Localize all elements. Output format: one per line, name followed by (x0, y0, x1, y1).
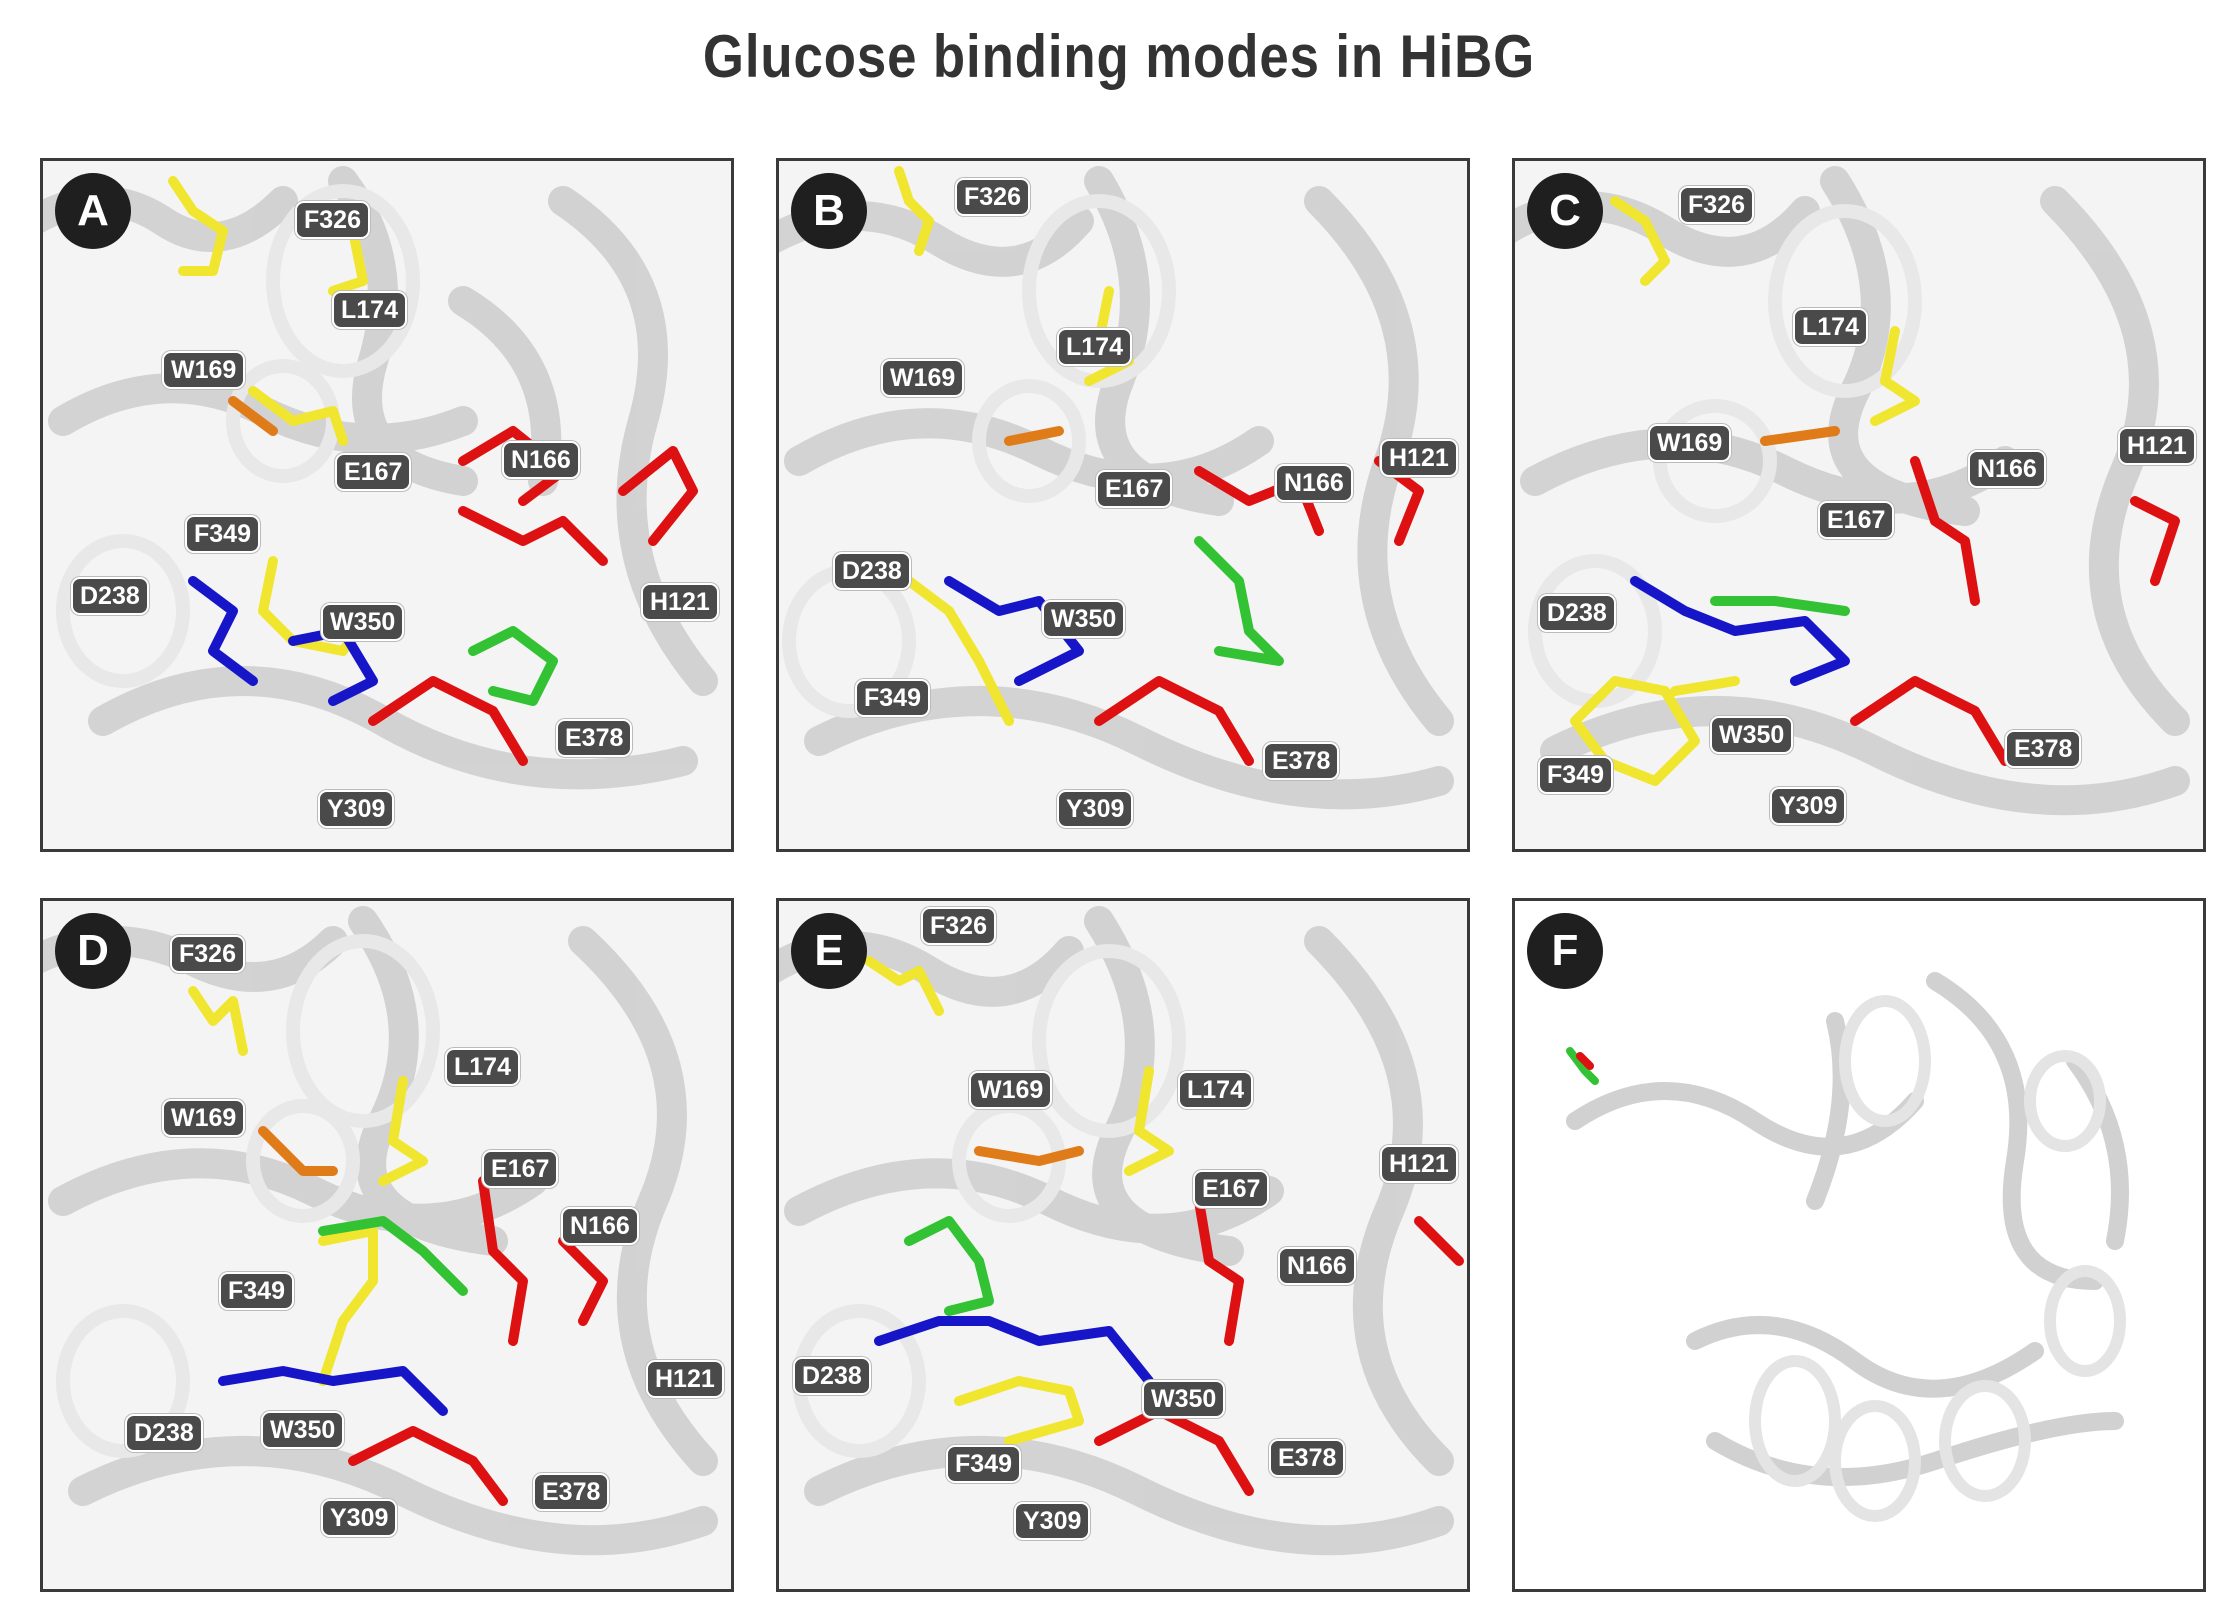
residue-label: W169 (162, 1099, 246, 1137)
residue-label: N166 (1275, 464, 1353, 502)
residue-label: F326 (295, 201, 370, 239)
residue-label: F349 (855, 679, 930, 717)
protein-structure-c (1515, 166, 2190, 816)
residue-label: E167 (1193, 1170, 1270, 1208)
residue-label: W169 (881, 359, 965, 397)
panel-letter-badge: C (1527, 173, 1603, 249)
residue-label: E167 (1096, 470, 1173, 508)
protein-structure-e (779, 906, 1464, 1556)
residue-label: L174 (1793, 308, 1868, 346)
residue-label: Y309 (1770, 787, 1847, 825)
residue-label: E378 (1269, 1439, 1346, 1477)
residue-label: D238 (793, 1357, 871, 1395)
residue-label: E378 (556, 719, 633, 757)
panel-letter-badge: E (791, 913, 867, 989)
residue-label: Y309 (321, 1499, 398, 1537)
residue-label: N166 (1278, 1247, 1356, 1285)
residue-label: H121 (641, 583, 719, 621)
residue-label: W350 (261, 1411, 345, 1449)
residue-label: W350 (1042, 600, 1126, 638)
residue-label: F349 (946, 1445, 1021, 1483)
residue-label: W169 (162, 351, 246, 389)
protein-structure-d (43, 906, 718, 1556)
protein-overview-f (1566, 972, 2129, 1522)
residue-label: N166 (1968, 450, 2046, 488)
residue-label: E378 (533, 1473, 610, 1511)
residue-label: D238 (71, 577, 149, 615)
residue-label: Y309 (318, 790, 395, 828)
residue-label: F326 (1679, 186, 1754, 224)
residue-label: W350 (1142, 1380, 1226, 1418)
residue-label: N166 (561, 1207, 639, 1245)
residue-label: F326 (170, 935, 245, 973)
residue-label: H121 (1380, 1145, 1458, 1183)
residue-label: E167 (1818, 501, 1895, 539)
residue-label: N166 (502, 441, 580, 479)
residue-label: E167 (335, 453, 412, 491)
residue-label: H121 (2118, 427, 2196, 465)
residue-label: D238 (1538, 594, 1616, 632)
residue-label: L174 (445, 1048, 520, 1086)
residue-label: F349 (1538, 756, 1613, 794)
residue-label: H121 (646, 1360, 724, 1398)
residue-label: W350 (321, 603, 405, 641)
residue-label: L174 (1057, 328, 1132, 366)
residue-label: E378 (2005, 730, 2082, 768)
residue-label: F349 (185, 515, 260, 553)
panel-letter-badge: F (1527, 913, 1603, 989)
residue-label: W169 (1648, 424, 1732, 462)
figure-title: Glucose binding modes in HiBG (702, 23, 1536, 90)
panel-letter-badge: D (55, 913, 131, 989)
residue-label: E378 (1263, 742, 1340, 780)
residue-label: W350 (1710, 716, 1794, 754)
residue-label: H121 (1380, 439, 1458, 477)
residue-label: E167 (482, 1150, 559, 1188)
residue-label: Y309 (1014, 1502, 1091, 1540)
residue-label: F349 (219, 1272, 294, 1310)
residue-label: Y309 (1057, 790, 1134, 828)
residue-label: W169 (969, 1071, 1053, 1109)
residue-label: D238 (125, 1414, 203, 1452)
protein-structure-a (43, 166, 718, 790)
panel-letter-badge: A (55, 173, 131, 249)
residue-label: L174 (332, 291, 407, 329)
panel-letter-badge: B (791, 173, 867, 249)
panel-f: F (1512, 898, 2206, 1592)
residue-label: D238 (833, 552, 911, 590)
residue-label: F326 (955, 178, 1030, 216)
residue-label: F326 (921, 907, 996, 945)
residue-label: L174 (1178, 1071, 1253, 1109)
